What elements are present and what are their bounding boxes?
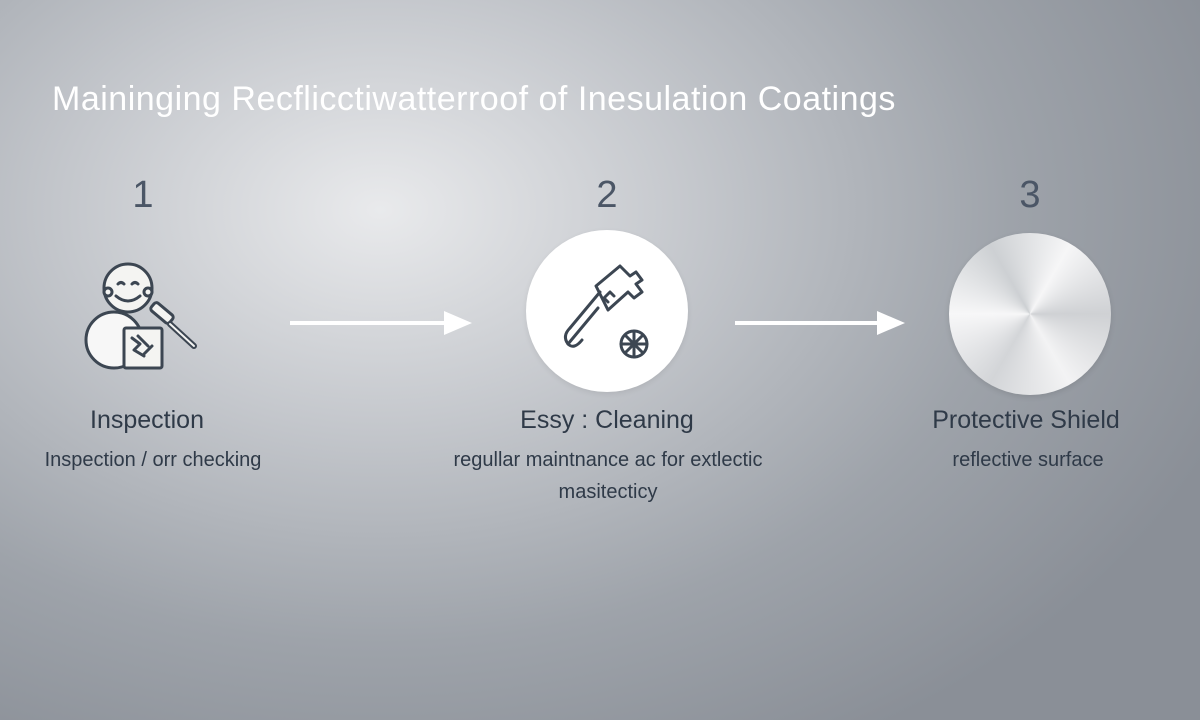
step-3-title: Protective Shield xyxy=(932,406,1120,434)
reflective-disc xyxy=(949,233,1111,395)
step-1-title: Inspection xyxy=(90,406,204,434)
inspector-with-magnifier-icon xyxy=(84,262,197,370)
arrow-1-icon xyxy=(290,311,472,335)
step-2-number: 2 xyxy=(596,174,618,216)
step-3-number: 3 xyxy=(1019,174,1041,216)
step-2-title: Essy : Cleaning xyxy=(520,406,694,434)
step-3-description: reflective surface xyxy=(952,449,1104,471)
step-1-number: 1 xyxy=(132,174,154,216)
diagram-title: Maininging Recflicctiwatterroof of Inesu… xyxy=(52,80,896,118)
roller-brush-icon xyxy=(563,264,649,359)
step-1-description: Inspection / orr checking xyxy=(44,449,262,471)
step-2-description: regullar maintnance ac for extlectic mas… xyxy=(453,449,763,503)
arrow-2-icon xyxy=(735,311,905,335)
